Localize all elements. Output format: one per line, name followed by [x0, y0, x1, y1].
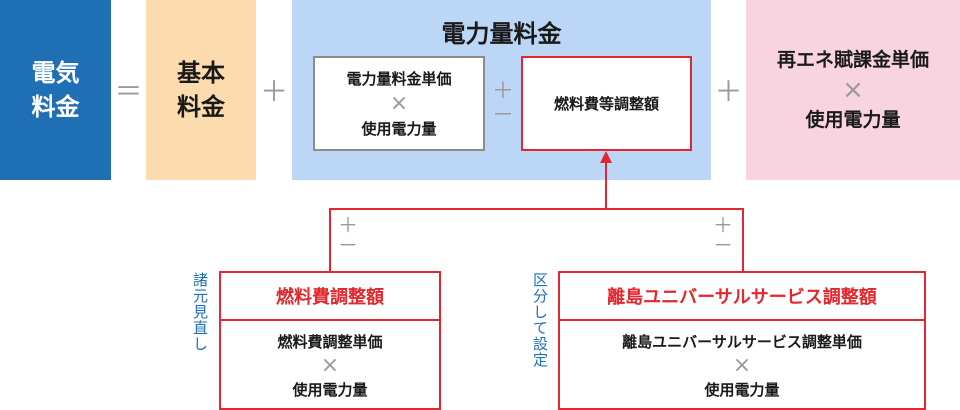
energy-charge-box: 電力量料金 電力量料金単価 × 使用電力量 ＋ － 燃料費等調整額: [292, 0, 711, 180]
electricity-fee-box: 電気 料金: [0, 0, 111, 180]
plus-sign-1: ＋: [259, 75, 288, 108]
fuel-usage-label: 使用電力量: [292, 380, 368, 399]
left-plus: ＋: [338, 213, 358, 237]
plus-sign: ＋: [491, 79, 514, 104]
multiply-sign: ×: [320, 352, 340, 378]
basic-fee-label-line2: 料金: [177, 93, 225, 121]
electricity-fee-label-line2: 料金: [31, 93, 80, 121]
connector-horizontal: [329, 208, 744, 210]
unit-price-box: 電力量料金単価 × 使用電力量: [313, 56, 485, 151]
multiply-sign: ×: [732, 352, 752, 378]
unit-price-label: 電力量料金単価: [346, 69, 452, 88]
right-plus: ＋: [713, 213, 733, 237]
connector-left-drop: [329, 208, 331, 272]
island-universal-service-title: 離島ユニバーサルサービス調整額: [560, 273, 924, 321]
arrow-head-icon: [600, 151, 612, 163]
connector-right-drop: [742, 208, 744, 272]
multiply-sign: ×: [389, 90, 409, 116]
basic-fee-label-line1: 基本: [177, 59, 225, 87]
left-plus-minus: ＋ －: [336, 215, 360, 255]
island-universal-service-box: 離島ユニバーサルサービス調整額 離島ユニバーサルサービス調整単価 × 使用電力量: [558, 271, 926, 410]
fuel-adjustment-label: 燃料費等調整額: [553, 95, 659, 113]
plus-minus-sign: ＋ －: [486, 80, 520, 128]
fuel-adjustment-box: 燃料費等調整額: [521, 56, 692, 151]
connector-vertical-main: [605, 162, 607, 209]
energy-charge-title: 電力量料金: [441, 20, 562, 48]
left-minus: －: [338, 233, 358, 257]
plus-sign-2: ＋: [714, 75, 743, 108]
basic-fee-box: 基本 料金: [146, 0, 256, 180]
equals-sign: ＝: [114, 75, 143, 108]
fuel-cost-adjustment-body: 燃料費調整単価 × 使用電力量: [221, 321, 439, 410]
renewable-levy-box: 再エネ賦課金単価 × 使用電力量: [746, 0, 960, 180]
island-side-label: 区分して設定: [531, 272, 549, 368]
renewable-unit-price-label: 再エネ賦課金単価: [776, 49, 929, 71]
island-unit-price-label: 離島ユニバーサルサービス調整単価: [622, 332, 862, 351]
electricity-fee-label-line1: 電気: [31, 59, 80, 87]
minus-sign: －: [491, 103, 514, 128]
fuel-side-label: 諸元見直し: [191, 272, 209, 352]
fuel-cost-adjustment-box: 燃料費調整額 燃料費調整単価 × 使用電力量: [219, 271, 441, 410]
fuel-unit-price-label: 燃料費調整単価: [277, 332, 383, 351]
renewable-usage-label: 使用電力量: [805, 109, 901, 131]
island-universal-service-body: 離島ユニバーサルサービス調整単価 × 使用電力量: [560, 321, 924, 410]
multiply-sign: ×: [842, 75, 864, 105]
right-plus-minus: ＋ －: [711, 215, 735, 255]
fuel-cost-adjustment-title: 燃料費調整額: [221, 273, 439, 321]
island-usage-label: 使用電力量: [704, 380, 780, 399]
usage-label: 使用電力量: [361, 119, 437, 138]
right-minus: －: [713, 233, 733, 257]
